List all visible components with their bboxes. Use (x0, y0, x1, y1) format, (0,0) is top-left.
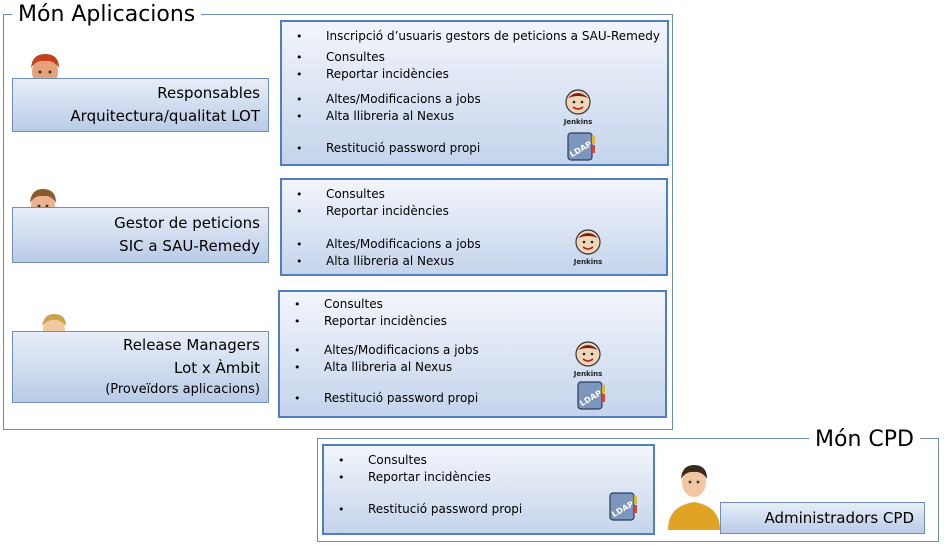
ldap-book-icon: LDAP (577, 381, 605, 410)
mon-aplicacions-title: Món Aplicacions (12, 2, 202, 28)
role-responsables-box: Responsables Arquitectura/qualitat LOT (12, 78, 269, 132)
role-release-line-1: Release Managers (123, 336, 260, 354)
permission-item: Alta llibreria al Nexus (326, 254, 455, 268)
permission-item: Reportar incidències (326, 67, 449, 81)
role-responsables-line-1: Responsables (157, 84, 260, 102)
permission-item: Alta llibreria al Nexus (324, 360, 453, 374)
permission-item: Altes/Modificacions a jobs (324, 343, 479, 357)
permissions-release-box: •Consultes •Reportar incidències •Altes/… (278, 290, 667, 418)
role-release-note: (Proveïdors aplicacions) (105, 382, 260, 397)
permissions-gestor-box: •Consultes •Reportar incidències •Altes/… (280, 178, 668, 276)
svg-text:Jenkins: Jenkins (573, 370, 603, 378)
permission-item: Alta llibreria al Nexus (326, 109, 455, 123)
svg-text:Jenkins: Jenkins (563, 118, 593, 126)
role-gestor-box: Gestor de peticions SIC a SAU-Remedy (12, 207, 269, 263)
svg-text:Jenkins: Jenkins (573, 258, 603, 266)
permissions-responsables-box: •Inscripció d’usuaris gestors de peticio… (280, 20, 669, 166)
role-release-line-2: Lot x Àmbit (173, 359, 260, 377)
permission-item: Altes/Modificacions a jobs (326, 92, 481, 106)
role-release-box: Release Managers Lot x Àmbit (Proveïdors… (12, 331, 269, 403)
permission-item: Restitució password propi (326, 141, 481, 155)
role-responsables-line-2: Arquitectura/qualitat LOT (70, 107, 260, 125)
jenkins-icon: Jenkins (573, 229, 603, 266)
jenkins-icon: Jenkins (563, 89, 593, 126)
role-admin-line-1: Administradors CPD (764, 509, 914, 527)
admin-avatar-icon (668, 465, 720, 530)
permission-item: Consultes (326, 187, 385, 201)
role-admin-box: Administradors CPD (720, 502, 925, 534)
permission-item: Consultes (324, 297, 383, 311)
role-gestor-line-2: SIC a SAU-Remedy (119, 237, 260, 255)
mon-cpd-frame (317, 438, 939, 542)
jenkins-icon: Jenkins (573, 341, 603, 378)
permission-item: Consultes (326, 50, 385, 64)
permission-item: Restitució password propi (368, 502, 523, 516)
permission-item: Reportar incidències (368, 470, 491, 484)
permissions-cpd-box: •Consultes •Reportar incidències •Restit… (322, 444, 655, 535)
ldap-book-icon: LDAP (567, 132, 595, 161)
mon-cpd-title: Món CPD (809, 427, 920, 453)
permission-item: Altes/Modificacions a jobs (326, 237, 481, 251)
permission-item: Inscripció d’usuaris gestors de peticion… (326, 29, 660, 43)
mon-aplicacions-frame (3, 14, 673, 430)
permission-item: Reportar incidències (324, 314, 447, 328)
ldap-book-icon: LDAP (609, 492, 637, 521)
permission-item: Restitució password propi (324, 391, 479, 405)
permission-item: Consultes (368, 453, 427, 467)
permission-item: Reportar incidències (326, 204, 449, 218)
role-gestor-line-1: Gestor de peticions (114, 214, 260, 232)
